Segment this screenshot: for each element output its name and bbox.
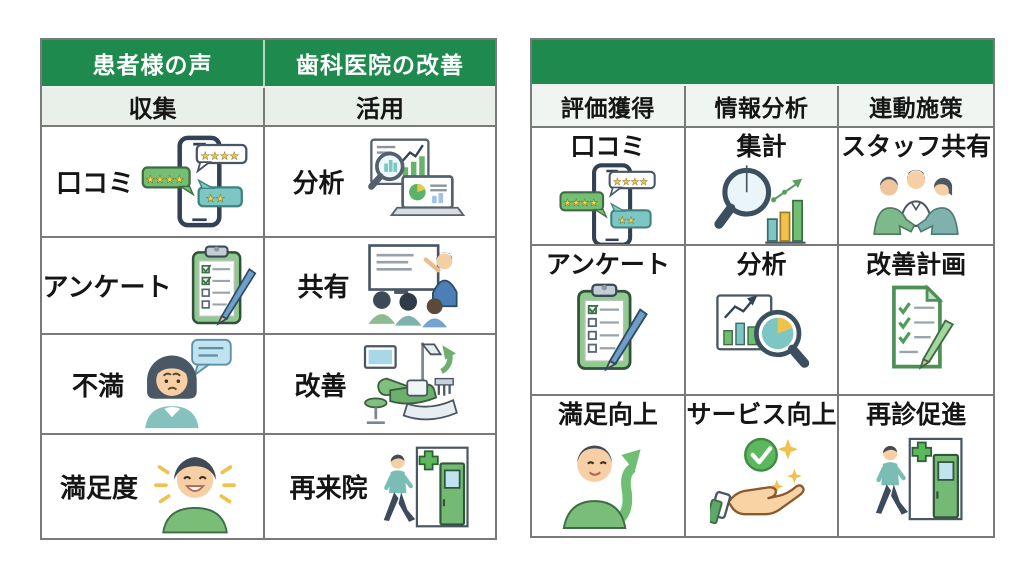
- service-hand-icon: [710, 430, 812, 526]
- cell-anketo: アンケート: [42, 238, 265, 335]
- cell-bunseki-r: 分析: [685, 246, 840, 396]
- left-subheader-utilize: 活用: [265, 88, 495, 127]
- svg-text:★★★★: ★★★★: [613, 177, 648, 188]
- svg-text:★★: ★★: [618, 215, 636, 226]
- cell-label: 再診促進: [866, 400, 967, 429]
- cell-label: 口コミ: [55, 169, 134, 199]
- cell-saishin-sokushin: 再診促進: [839, 396, 993, 536]
- right-colhead-rendo: 連動施策: [839, 86, 993, 128]
- cell-label: 満足度: [59, 474, 138, 504]
- cell-kyoyu: 共有: [265, 238, 495, 335]
- cell-kuchikomi: 口コミ ★★★★ ★★★★ ★★: [42, 127, 265, 238]
- cell-kaizen: 改善: [265, 335, 495, 435]
- header-label: 患者様の声: [92, 53, 213, 79]
- svg-text:★★: ★★: [206, 192, 225, 205]
- cell-label: 改善: [294, 371, 347, 402]
- cell-label: アンケート: [545, 250, 670, 279]
- cell-label: 分析: [292, 169, 345, 199]
- cell-label: サービス向上: [686, 400, 837, 429]
- phone-reviews-icon: ★★★★ ★★★★ ★★: [558, 162, 658, 244]
- right-colhead-hyoka: 評価獲得: [532, 86, 686, 128]
- cell-label: 改善計画: [866, 250, 967, 279]
- cell-fuman: 不満: [42, 335, 265, 435]
- left-header-patient-voice: 患者様の声: [42, 40, 265, 88]
- growth-person-icon: [560, 430, 656, 530]
- happy-patient-icon: [145, 440, 245, 534]
- subheader-label: 活用: [356, 95, 404, 123]
- subheader-label: 収集: [128, 95, 177, 123]
- cell-label: アンケート: [42, 273, 172, 303]
- survey-clipboard-icon: [178, 243, 262, 329]
- cell-bunseki: 分析: [265, 127, 495, 238]
- cell-kuchikomi-r: 口コミ ★★★★ ★★★★ ★★: [532, 128, 686, 246]
- left-subheader-collect: 収集: [42, 88, 265, 127]
- staff-share-icon: [864, 162, 968, 244]
- improvement-plan-icon: [870, 280, 962, 376]
- analysis-laptop-icon: [352, 136, 468, 228]
- phone-reviews-icon: ★★★★ ★★★★ ★★: [141, 134, 249, 229]
- right-header-bar: [532, 40, 993, 86]
- cell-label: 再来院: [289, 474, 368, 504]
- svg-text:★★★★: ★★★★: [146, 173, 185, 186]
- cell-label: 口コミ: [570, 132, 646, 161]
- tally-magnifier-icon: [713, 162, 809, 244]
- walk-to-clinic-icon: [375, 440, 471, 534]
- review-process-table: 評価獲得 情報分析 連動施策 口コミ ★★★★ ★★★★ ★★: [530, 38, 995, 538]
- column-header-label: 連動施策: [869, 96, 964, 122]
- cell-manzokudo: 満足度: [42, 435, 265, 538]
- cell-shukei: 集計: [685, 128, 840, 246]
- presentation-meeting-icon: [357, 242, 463, 330]
- column-header-label: 情報分析: [714, 96, 809, 122]
- chart-pie-magnifier-icon: [710, 280, 812, 374]
- column-header-label: 評価獲得: [560, 96, 655, 122]
- cell-label: 満足向上: [557, 400, 658, 429]
- cell-label: 分析: [736, 250, 787, 279]
- svg-text:★★★★: ★★★★: [200, 149, 239, 162]
- right-colhead-joho: 情報分析: [685, 86, 840, 128]
- cell-anketo-r: アンケート: [532, 246, 686, 396]
- unhappy-patient-icon: [131, 338, 233, 430]
- cell-staff-kyoyu: スタッフ共有: [839, 128, 993, 246]
- cell-kaizen-keikaku: 改善計画: [839, 246, 993, 396]
- cell-service-kojo: サービス向上: [685, 396, 840, 536]
- cell-label: スタッフ共有: [841, 132, 992, 161]
- cell-label: 共有: [297, 273, 350, 303]
- dental-chair-icon: [354, 339, 466, 429]
- header-label: 歯科医院の改善: [296, 53, 464, 79]
- cell-label: 不満: [71, 371, 124, 402]
- cell-label: 集計: [736, 132, 787, 161]
- survey-clipboard-icon: [562, 280, 654, 376]
- cell-manzoku-kojo: 満足向上: [532, 396, 686, 536]
- patient-voice-table: 患者様の声 歯科医院の改善 収集 活用 口コミ ★★★★ ★★★★ ★★: [40, 38, 497, 540]
- left-header-clinic-improvement: 歯科医院の改善: [265, 40, 495, 88]
- walk-to-clinic-icon: [867, 430, 965, 528]
- cell-sairaiin: 再来院: [265, 435, 495, 538]
- svg-text:★★★★: ★★★★: [563, 198, 598, 209]
